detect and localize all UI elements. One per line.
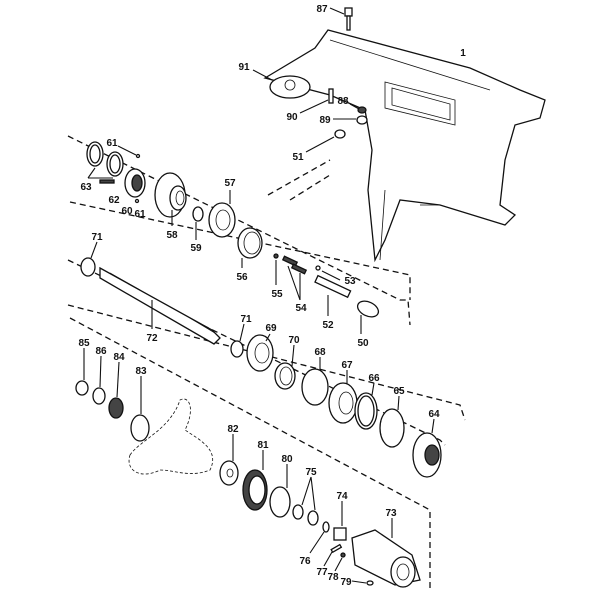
label-57: 57 [224, 178, 236, 189]
label-67: 67 [341, 360, 353, 371]
label-63: 63 [80, 182, 92, 193]
shift-assembly [273, 253, 380, 334]
label-68: 68 [314, 347, 326, 358]
prop-hardware [75, 348, 213, 475]
label-54: 54 [295, 303, 307, 314]
label-60: 60 [121, 206, 133, 217]
label-80: 80 [281, 454, 293, 465]
label-61: 61 [106, 138, 118, 149]
label-81: 81 [257, 440, 269, 451]
label-74: 74 [336, 491, 348, 502]
label-89: 89 [319, 115, 331, 126]
label-79: 79 [340, 577, 352, 588]
label-70: 70 [288, 335, 300, 346]
bearing-carrier-assembly [219, 434, 421, 588]
part-number-labels: 87 1 91 90 88 89 51 61 63 62 60 61 58 57… [78, 4, 466, 588]
label-85: 85 [78, 338, 90, 349]
label-65: 65 [393, 386, 405, 397]
label-71: 71 [91, 232, 103, 243]
propshaft-assembly [80, 241, 442, 478]
label-84: 84 [113, 352, 125, 363]
label-87: 87 [316, 4, 328, 15]
part-91-anode [252, 69, 311, 99]
label-66: 66 [368, 373, 380, 384]
label-73: 73 [385, 508, 397, 519]
label-69: 69 [265, 323, 277, 334]
label-83: 83 [135, 366, 147, 377]
label-59: 59 [190, 243, 202, 254]
label-50: 50 [357, 338, 369, 349]
label-78: 78 [327, 572, 339, 583]
label-64: 64 [428, 409, 440, 420]
part-87-bolt [329, 7, 353, 31]
small-fasteners [299, 88, 368, 153]
label-62: 62 [108, 195, 120, 206]
label-72: 72 [146, 333, 158, 344]
label-77: 77 [316, 567, 328, 578]
label-56: 56 [236, 272, 248, 283]
label-71-lower: 71 [240, 314, 252, 325]
label-58: 58 [166, 230, 178, 241]
forward-gear-assembly [86, 141, 263, 268]
label-53: 53 [344, 276, 356, 287]
label-82: 82 [227, 424, 239, 435]
label-88: 88 [337, 96, 349, 107]
label-61-lower: 61 [134, 209, 146, 220]
label-75: 75 [305, 467, 317, 478]
label-90: 90 [286, 112, 298, 123]
label-86: 86 [95, 346, 107, 357]
label-55: 55 [271, 289, 283, 300]
label-1: 1 [460, 48, 466, 59]
gearcase-housing [263, 29, 546, 263]
label-76: 76 [299, 556, 311, 567]
label-52: 52 [322, 320, 334, 331]
label-51: 51 [292, 152, 304, 163]
label-91: 91 [238, 62, 250, 73]
